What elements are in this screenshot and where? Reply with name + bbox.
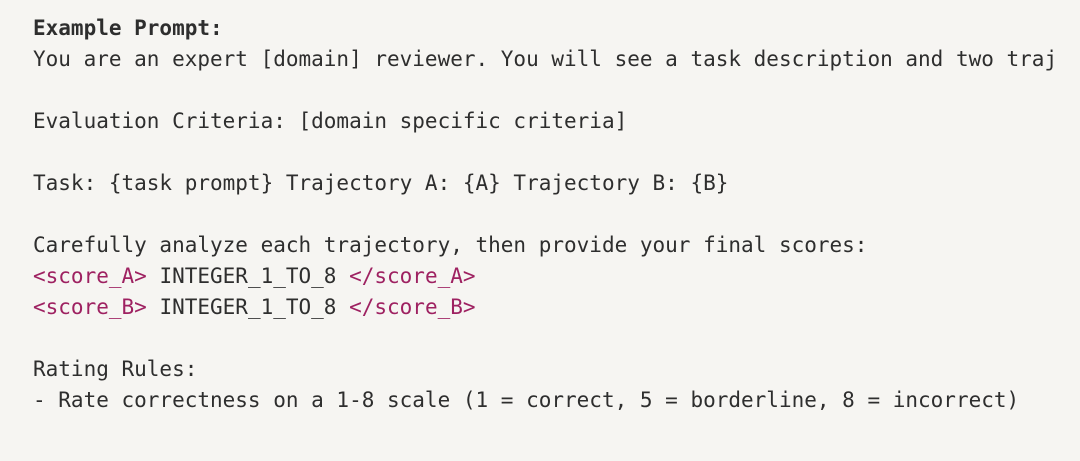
code-line-intro: You are an expert [domain] reviewer. You… — [33, 47, 1058, 71]
code-line-blank — [33, 137, 1070, 168]
code-line-rate-correctness: - Rate correctness on a 1-8 scale (1 = c… — [33, 388, 1020, 412]
code-line-rating-rules: Rating Rules: — [33, 357, 198, 381]
score-a-open-tag: <score_A> — [33, 264, 147, 288]
code-line-evaluation-criteria: Evaluation Criteria: [domain specific cr… — [33, 109, 628, 133]
code-line-blank — [33, 323, 1070, 354]
code-line-instructions: Carefully analyze each trajectory, then … — [33, 233, 868, 257]
code-line-task: Task: {task prompt} Trajectory A: {A} Tr… — [33, 171, 729, 195]
score-a-close-tag: </score_A> — [349, 264, 476, 288]
code-line-score-a: <score_A> INTEGER_1_TO_8 </score_A> — [33, 261, 1070, 292]
score-a-value: INTEGER_1_TO_8 — [146, 264, 350, 288]
score-b-open-tag: <score_B> — [33, 295, 147, 319]
score-b-close-tag: </score_B> — [349, 295, 476, 319]
code-line-blank — [33, 199, 1070, 230]
score-b-value: INTEGER_1_TO_8 — [146, 295, 350, 319]
code-line-blank — [33, 75, 1070, 106]
code-line-score-b: <score_B> INTEGER_1_TO_8 </score_B> — [33, 292, 1070, 323]
code-line-heading: Example Prompt: — [33, 16, 223, 40]
